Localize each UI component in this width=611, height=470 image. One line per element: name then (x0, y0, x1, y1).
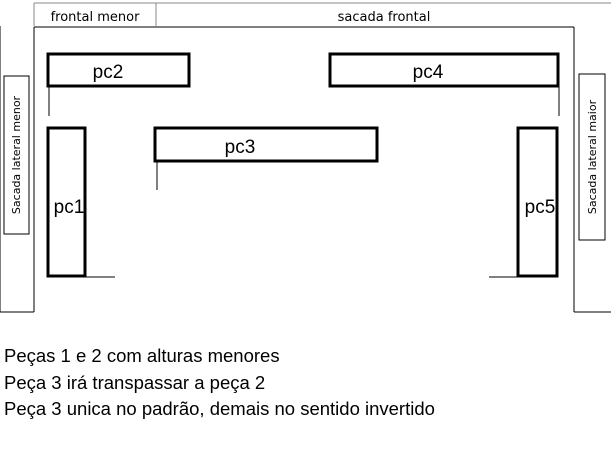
notes-block: Peças 1 e 2 com alturas menores Peça 3 i… (4, 343, 435, 423)
note-line: Peça 3 irá transpassar a peça 2 (4, 371, 266, 393)
pc5-label: pc5 (525, 197, 556, 218)
pc3-label: pc3 (225, 137, 256, 158)
sacada-lateral-menor-label: Sacada lateral menor (10, 95, 23, 214)
note-line: Peças 1 e 2 com alturas menores (4, 345, 280, 366)
piece-pc5 (516, 126, 559, 278)
sacada-lateral-maior-box (578, 73, 606, 241)
piece-pc3 (153, 126, 379, 163)
sacada-frontal-label: sacada frontal (338, 10, 431, 25)
pc1-label: pc1 (54, 197, 85, 218)
frontal-strip (33, 2, 611, 26)
sacada-lateral-maior-label: Sacada lateral maior (586, 99, 599, 214)
reference-lines (48, 87, 560, 278)
sacada-lateral-menor-box (3, 75, 30, 235)
piece-pc1 (46, 126, 87, 278)
frontal-menor-label: frontal menor (51, 10, 140, 25)
pc2-label: pc2 (93, 62, 124, 83)
piece-pc2 (46, 52, 191, 88)
piece-pc4 (328, 52, 560, 88)
note-line: Peça 3 unica no padrão, demais no sentid… (4, 398, 435, 419)
room-outline (0, 26, 611, 313)
pc4-label: pc4 (413, 62, 444, 83)
